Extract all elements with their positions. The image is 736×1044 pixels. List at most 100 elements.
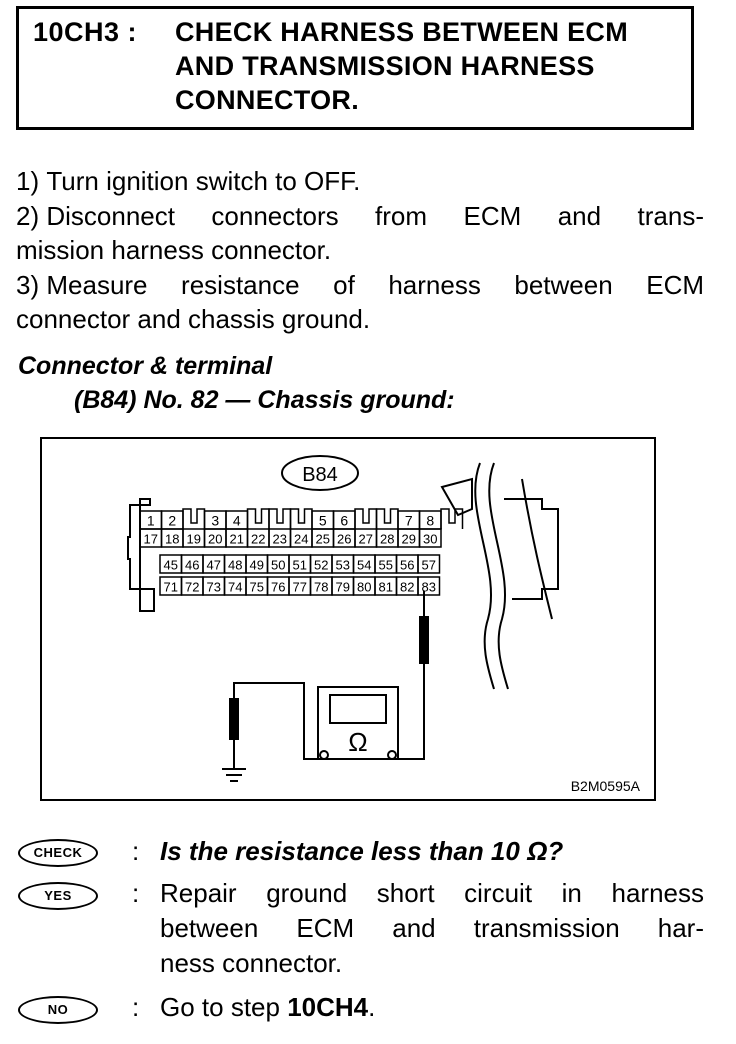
pin-54: 54 [357,558,371,573]
pin-30-cell [418,528,442,548]
step-title-line: CHECK HARNESS BETWEEN ECM [175,17,629,47]
no-badge: NO [18,996,98,1024]
step-number: 1) [16,166,40,196]
pin-72: 72 [185,580,199,595]
step-text: Turn ignition switch to OFF. [46,166,361,196]
yes-action-line: between ECM and transmission har- [160,913,704,943]
step-title-line: AND TRANSMISSION HARNESS [175,51,595,81]
step-title-line: CONNECTOR. [175,85,360,115]
no-colon: : [132,992,140,1022]
connector-id-ellipse [281,455,359,491]
connector-key-notch [268,508,292,529]
step-text: Disconnect connectors from ECM and trans… [46,200,704,231]
yes-action: Repair ground short circuit in harness b… [160,876,704,981]
yes-action-line: ness connector. [160,948,343,978]
pin-50: 50 [271,558,285,573]
pin-24: 24 [294,532,308,547]
pin-47: 47 [207,558,221,573]
pin-6: 6 [340,513,348,529]
pin-45: 45 [164,558,178,573]
procedure-step: 3) Measure resistance of harness between… [16,268,704,303]
pin-52: 52 [314,558,328,573]
check-badge: CHECK [18,839,98,867]
pin-55: 55 [379,558,393,573]
ohmmeter-terminal [319,750,329,760]
harness-plug [504,498,559,600]
yes-action-line: Repair ground short circuit in harness [160,878,704,908]
pin-2: 2 [168,513,176,529]
pin-77: 77 [293,580,307,595]
pin-71: 71 [164,580,178,595]
connector-key-notch [246,508,270,529]
connector-key-notch [354,508,378,529]
step-text: Measure resistance of harness between EC… [46,269,704,300]
harness-cut-line [474,462,495,690]
step-code: 10CH3 : [33,17,138,47]
step-number: 3) [16,269,40,300]
no-action: Go to step 10CH4. [160,990,704,1025]
connector-key-notch [440,508,464,529]
pin-78: 78 [314,580,328,595]
pin-53: 53 [336,558,350,573]
no-action-prefix: Go to step [160,992,288,1022]
yes-row: YES : Repair ground short circuit in har… [16,876,716,986]
pin-27: 27 [359,532,373,547]
pin-3: 3 [211,513,219,529]
step-header-box: 10CH3 : CHECK HARNESS BETWEEN ECM AND TR… [16,6,694,130]
ohmmeter-body [317,686,399,760]
pin-73: 73 [207,580,221,595]
pin-18: 18 [165,532,179,547]
pin-79: 79 [336,580,350,595]
pin-57-cell [417,554,441,574]
no-action-step: 10CH4 [287,992,369,1022]
ohmmeter-terminal [387,750,397,760]
connector-key-notch [375,508,399,529]
yes-colon: : [132,878,140,908]
step-text: mission harness connector. [16,235,332,265]
pin-75: 75 [250,580,264,595]
pin-56: 56 [400,558,414,573]
ohmmeter-display [329,694,387,724]
connector-key-notch [289,508,313,529]
procedure-step: 2) Disconnect connectors from ECM and tr… [16,199,704,234]
connector-id-label: B84 [302,464,338,486]
pin-29: 29 [402,532,416,547]
no-action-suffix: . [368,992,376,1022]
step-title: CHECK HARNESS BETWEEN ECM AND TRANSMISSI… [175,15,695,117]
pin-23: 23 [273,532,287,547]
pin-7: 7 [405,513,413,529]
ohmmeter [317,686,399,760]
pin-57: 57 [422,558,436,573]
probe-pin82 [419,616,429,664]
pin-8: 8 [426,513,434,529]
pin-83: 83 [422,580,436,595]
connector-body-outline [127,498,155,612]
yes-badge: YES [18,882,98,910]
pin-17: 17 [144,532,158,547]
connector-terminal-label: Connector & terminal [18,352,273,380]
pin-81: 81 [379,580,393,595]
step-number: 2) [16,200,40,231]
pin-19: 19 [187,532,201,547]
harness-cut-line [488,462,509,690]
no-row: NO : Go to step 10CH4. [16,990,716,1030]
pin-26: 26 [337,532,351,547]
pin-30: 30 [423,532,437,547]
pin-22: 22 [251,532,265,547]
pin-74: 74 [228,580,242,595]
pin-51: 51 [293,558,307,573]
connector-key-notch [182,508,206,529]
pin-80: 80 [357,580,371,595]
pin-21: 21 [230,532,244,547]
pin-5: 5 [319,513,327,529]
pin-25: 25 [316,532,330,547]
pin-49: 49 [250,558,264,573]
probe-wire-ground [233,682,323,760]
connector-measurement-label: (B84) No. 82 — Chassis ground: [74,386,455,414]
probe-ground [229,698,239,740]
check-question: Is the resistance less than 10 Ω? [160,836,564,866]
pin-82: 82 [400,580,414,595]
procedure-step: 1) Turn ignition switch to OFF. [16,164,704,199]
